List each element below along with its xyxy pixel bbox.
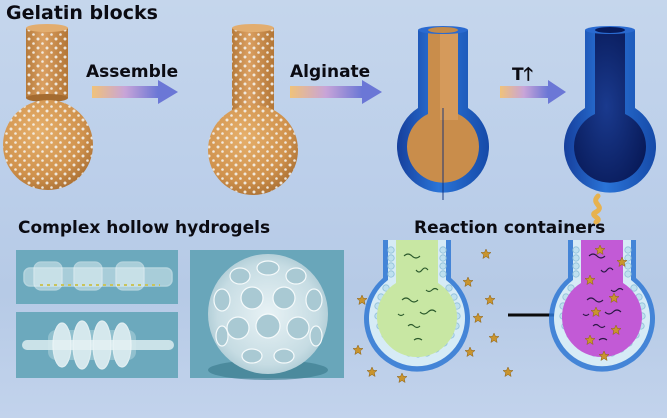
temperature-label: T🡑 — [512, 62, 533, 92]
hollow-alginate-shell — [564, 26, 656, 225]
alginate-label: Alginate — [290, 62, 371, 82]
melted-gelatin-drip — [591, 193, 602, 225]
assemble-arrow — [92, 80, 178, 104]
gelatin-blocks-assembled — [208, 24, 298, 195]
photo-hollow-sphere — [190, 250, 344, 380]
reaction-container-after — [549, 240, 655, 372]
gelatin-blocks-separate — [3, 24, 93, 190]
complex-hollow-hydrogels-label: Complex hollow hydrogels — [18, 218, 271, 238]
temperature-arrow — [500, 80, 566, 104]
assemble-label: Assemble — [86, 62, 179, 82]
gelatin-blocks-label: Gelatin blocks — [6, 2, 158, 24]
up-arrow-icon: 🡑 — [523, 64, 533, 85]
photo-helical-hydrogel — [16, 312, 178, 378]
alginate-coated-block — [397, 26, 489, 200]
reaction-container-before — [364, 240, 471, 372]
photo-tube-hydrogels — [16, 250, 178, 304]
alginate-arrow — [290, 80, 382, 104]
reaction-containers-label: Reaction containers — [414, 218, 606, 238]
temperature-symbol: T — [512, 65, 524, 85]
